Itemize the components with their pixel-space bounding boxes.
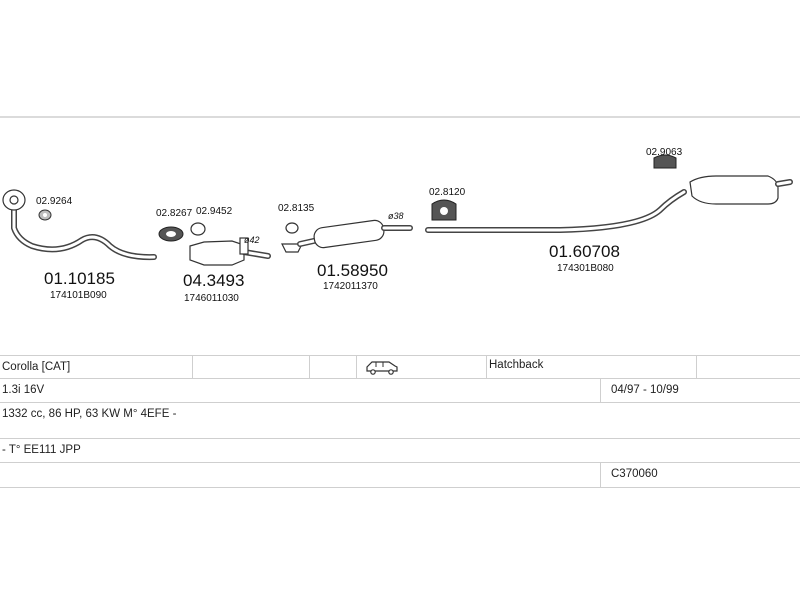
table-row: - T° EE111 JPP [0, 438, 800, 463]
cat-clamp-drawing [190, 222, 206, 236]
rear-silencer-drawing [689, 175, 793, 205]
table-row: 1332 cc, 86 HP, 63 KW M° 4EFE - [0, 402, 800, 439]
label-front-pipe-gasket: 02.9264 [36, 196, 73, 207]
rear-hanger-drawing [431, 199, 457, 221]
gasket-front-drawing [38, 209, 52, 221]
label-rear-silencer-oem: 174301B080 [557, 263, 614, 274]
reference-cell: C370060 [600, 463, 800, 487]
body-type-cell: Hatchback [486, 356, 696, 379]
rear-rubber-drawing [653, 154, 677, 169]
table-row: Corolla [CAT] Hatchback [0, 355, 800, 379]
table-row: 1.3i 16V 04/97 - 10/99 [0, 378, 800, 403]
label-cat-clamp: 02.9452 [196, 206, 233, 217]
label-rear-hanger: 02.8120 [429, 187, 466, 198]
label-rear-rubber: 02.9063 [646, 147, 683, 158]
mid-silencer-drawing [297, 219, 413, 249]
model-cell: Corolla [CAT] [2, 361, 71, 373]
label-mid-silencer-oem: 1742011370 [323, 281, 378, 292]
label-rear-silencer: 01.60708 [549, 242, 620, 261]
catalyst-drawing [189, 237, 271, 266]
engine-cell: 1.3i 16V [2, 384, 45, 396]
car-wagon-icon [366, 361, 398, 375]
label-front-pipe-oem: 174101B090 [50, 290, 107, 301]
label-mid-gasket: 02.8135 [278, 203, 315, 214]
table-row: C370060 [0, 462, 800, 488]
label-cat-diameter: ø42 [244, 235, 260, 245]
exhaust-system-diagram: 02.9264 01.10185 174101B090 02.8267 02.9… [0, 116, 800, 304]
specs-cell: 1332 cc, 86 HP, 63 KW M° 4EFE - [2, 408, 177, 420]
mid-gasket-drawing [281, 222, 303, 253]
body-icon-cell [356, 356, 486, 379]
rear-pipe-drawing [425, 189, 687, 233]
label-front-pipe: 01.10185 [44, 269, 115, 288]
type-code-cell: - T° EE111 JPP [2, 444, 81, 456]
front-pipe-drawing [2, 189, 157, 261]
label-catalyst-oem: 1746011030 [184, 293, 239, 304]
dates-cell: 04/97 - 10/99 [600, 379, 800, 403]
label-cat-gasket: 02.8267 [156, 208, 193, 219]
label-mid-silencer: 01.58950 [317, 261, 388, 280]
vehicle-info-table: Corolla [CAT] Hatchback 1.3i 16V 04/97 -… [0, 355, 800, 488]
label-mid-diameter: ø38 [388, 211, 404, 221]
cat-gasket-drawing [158, 226, 184, 242]
label-catalyst: 04.3493 [183, 271, 244, 290]
